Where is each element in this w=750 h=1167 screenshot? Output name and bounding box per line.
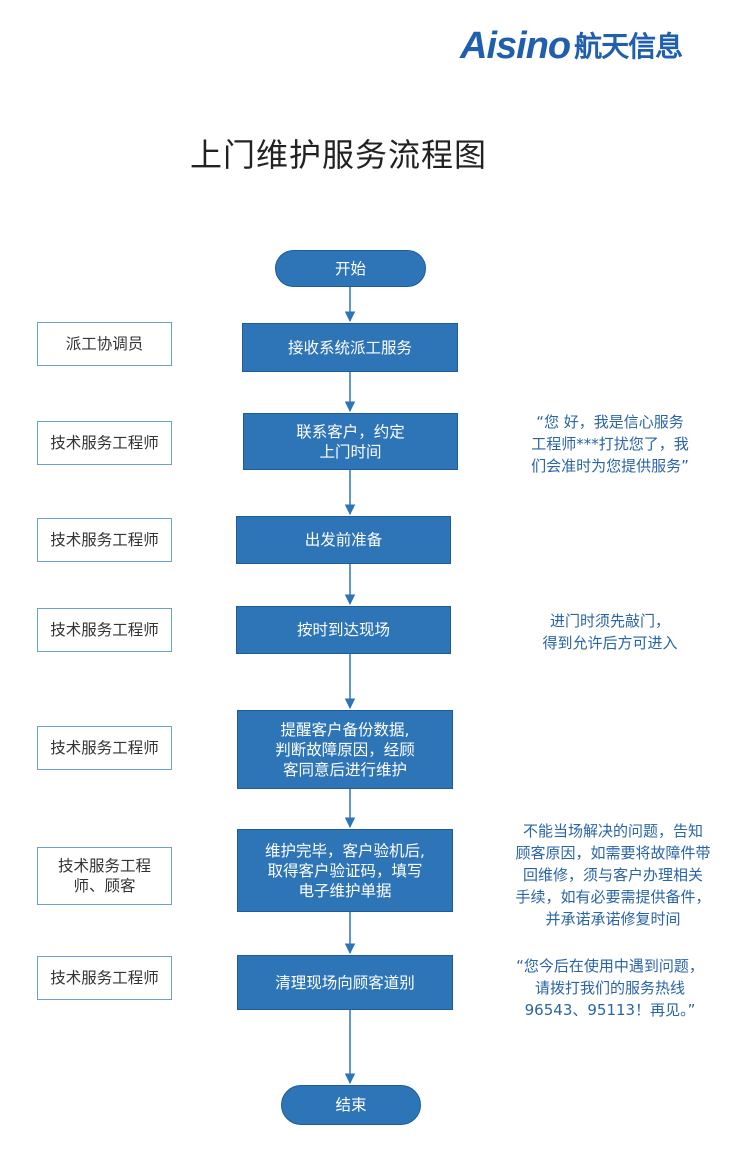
role-engineer-diagnose: 技术服务工程师	[37, 726, 172, 770]
page-title: 上门维护服务流程图	[190, 136, 488, 174]
end-node: 结束	[281, 1085, 421, 1125]
role-engineer-contact: 技术服务工程师	[37, 421, 172, 465]
step-arrive-onsite: 按时到达现场	[236, 606, 451, 654]
step-backup-diagnose: 提醒客户备份数据, 判断故障原因，经顾 客同意后进行维护	[237, 710, 453, 789]
role-engineer-arrive: 技术服务工程师	[37, 608, 172, 652]
role-engineer-prepare: 技术服务工程师	[37, 518, 172, 562]
role-engineer-farewell: 技术服务工程师	[37, 956, 172, 1000]
role-engineer-customer: 技术服务工程 师、顾客	[37, 847, 172, 905]
note-greeting-script: “您 好，我是信心服务 工程师***打扰您了，我 们会准时为您提供服务”	[531, 413, 689, 475]
note-knock-door: 进门时须先敲门， 得到允许后方可进入	[542, 612, 678, 652]
role-dispatcher: 派工协调员	[37, 322, 172, 366]
logo-wordmark: Aisino	[460, 25, 571, 67]
step-contact-customer: 联系客户，约定 上门时间	[243, 413, 458, 470]
step-complete-maintenance: 维护完毕，客户验机后, 取得客户验证码，填写 电子维护单据	[237, 829, 453, 912]
aisino-logo: Aisino 航天信息	[460, 22, 683, 67]
note-unresolved-issues: 不能当场解决的问题，告知 顾客原因，如需要将故障件带 回维修，须与客户办理相关 …	[515, 822, 711, 928]
note-hotline-farewell: “您今后在使用中遇到问题， 请拨打我们的服务热线 96543、95113！再见。…	[516, 957, 704, 1019]
step-receive-dispatch: 接收系统派工服务	[242, 323, 458, 372]
logo-chinese: 航天信息	[574, 30, 683, 63]
step-farewell: 清理现场向顾客道别	[237, 955, 453, 1010]
start-node: 开始	[275, 250, 426, 287]
step-preparation: 出发前准备	[236, 516, 451, 564]
